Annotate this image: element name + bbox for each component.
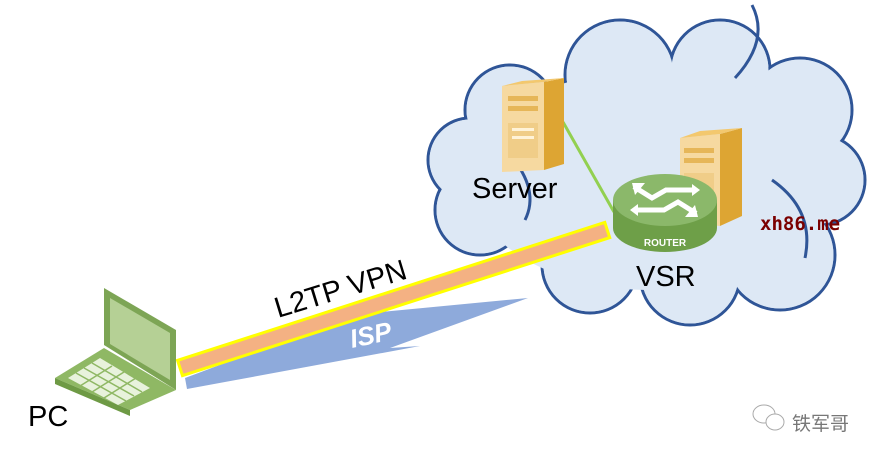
l2tp-tunnel (175, 220, 612, 378)
vsr-label: VSR (636, 261, 696, 293)
lightning-icon (185, 298, 528, 389)
wechat-icon (752, 404, 785, 431)
router-icon: ROUTER (613, 174, 717, 252)
site-watermark: xh86.me (760, 213, 840, 235)
server-icon (502, 78, 564, 172)
server-router-link (561, 121, 616, 213)
pc-label: PC (28, 401, 68, 433)
server-label: Server (472, 173, 558, 205)
laptop-icon (55, 288, 176, 416)
account-watermark: 铁军哥 (792, 413, 849, 435)
router-badge: ROUTER (644, 238, 687, 249)
